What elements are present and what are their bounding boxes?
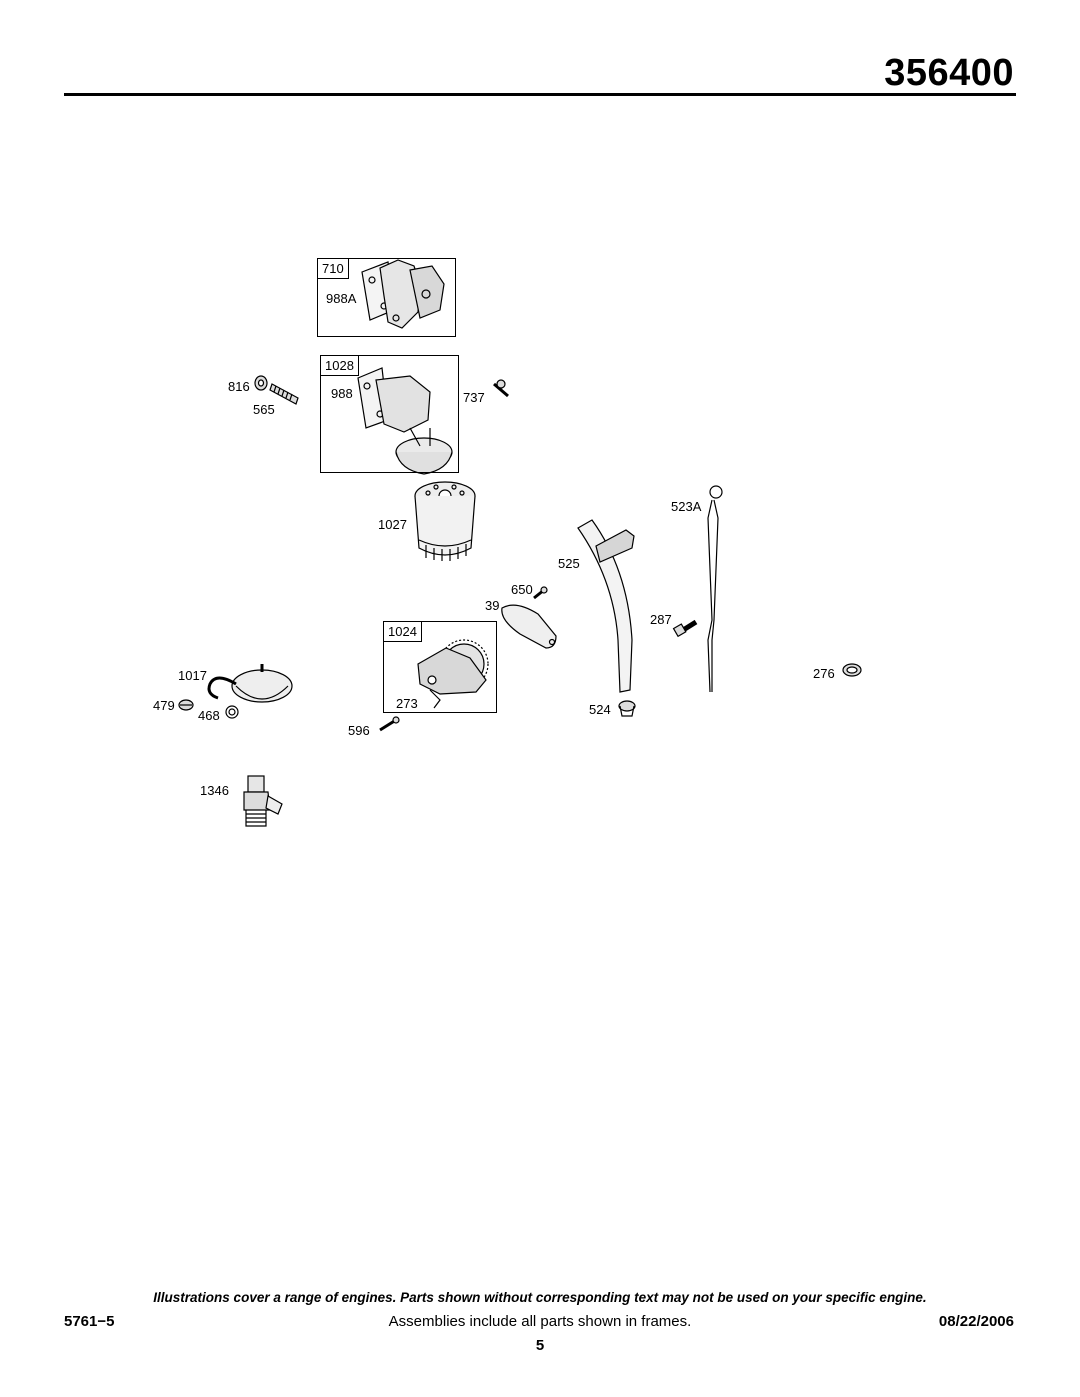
part-label-39: 39: [485, 598, 500, 613]
part-737-drawing: [493, 379, 509, 398]
part-816-drawing: [254, 375, 268, 391]
frame-1024-label: 1024: [384, 622, 422, 642]
frame-1028-label: 1028: [321, 356, 359, 376]
assemblies-note: Assemblies include all parts shown in fr…: [388, 1313, 692, 1330]
part-524-drawing: [618, 700, 636, 717]
part-479-drawing: [178, 699, 194, 711]
part-988A-drawing: [361, 259, 445, 329]
part-273-drawing: [429, 689, 441, 709]
part-label-468: 468: [198, 708, 220, 723]
part-988-drawing: [357, 367, 453, 475]
part-label-525: 525: [558, 556, 580, 571]
frame-1028: 1028: [320, 355, 459, 473]
part-label-1346: 1346: [200, 783, 229, 798]
header-rule: [64, 93, 1016, 96]
part-39-drawing: [501, 604, 557, 649]
part-523A-drawing: [707, 485, 723, 693]
frame-710-label: 710: [318, 259, 349, 279]
part-525-drawing: [577, 519, 635, 693]
model-number: 356400: [884, 52, 1014, 94]
part-650-drawing: [533, 586, 548, 600]
frame-1024: 1024: [383, 621, 497, 713]
part-label-988: 988: [331, 386, 353, 401]
part-596-drawing: [379, 716, 400, 732]
part-label-1017: 1017: [178, 668, 207, 683]
part-276-drawing: [842, 663, 862, 677]
part-label-737: 737: [463, 390, 485, 405]
part-label-524: 524: [589, 702, 611, 717]
part-468-drawing: [225, 705, 239, 719]
revision-date: 08/22/2006: [938, 1313, 1014, 1330]
part-label-1027: 1027: [378, 517, 407, 532]
part-label-276: 276: [813, 666, 835, 681]
part-label-479: 479: [153, 698, 175, 713]
part-287-drawing: [672, 619, 698, 638]
part-label-523A: 523A: [671, 499, 702, 514]
part-label-287: 287: [650, 612, 672, 627]
frame-710: 710: [317, 258, 456, 337]
part-1017-drawing: [207, 664, 293, 703]
part-1027-drawing: [414, 481, 476, 561]
disclaimer-text: Illustrations cover a range of engines. …: [153, 1290, 927, 1305]
part-label-650: 650: [511, 582, 533, 597]
part-label-565: 565: [253, 402, 275, 417]
document-code: 5761−5: [64, 1313, 115, 1330]
part-label-988A: 988A: [326, 291, 357, 306]
part-label-596: 596: [348, 723, 370, 738]
part-label-816: 816: [228, 379, 250, 394]
part-565-drawing: [269, 383, 299, 405]
part-1346-drawing: [243, 775, 283, 827]
part-1024-drawing: [417, 639, 489, 695]
page-number: 5: [535, 1337, 545, 1354]
part-label-273: 273: [396, 696, 418, 711]
